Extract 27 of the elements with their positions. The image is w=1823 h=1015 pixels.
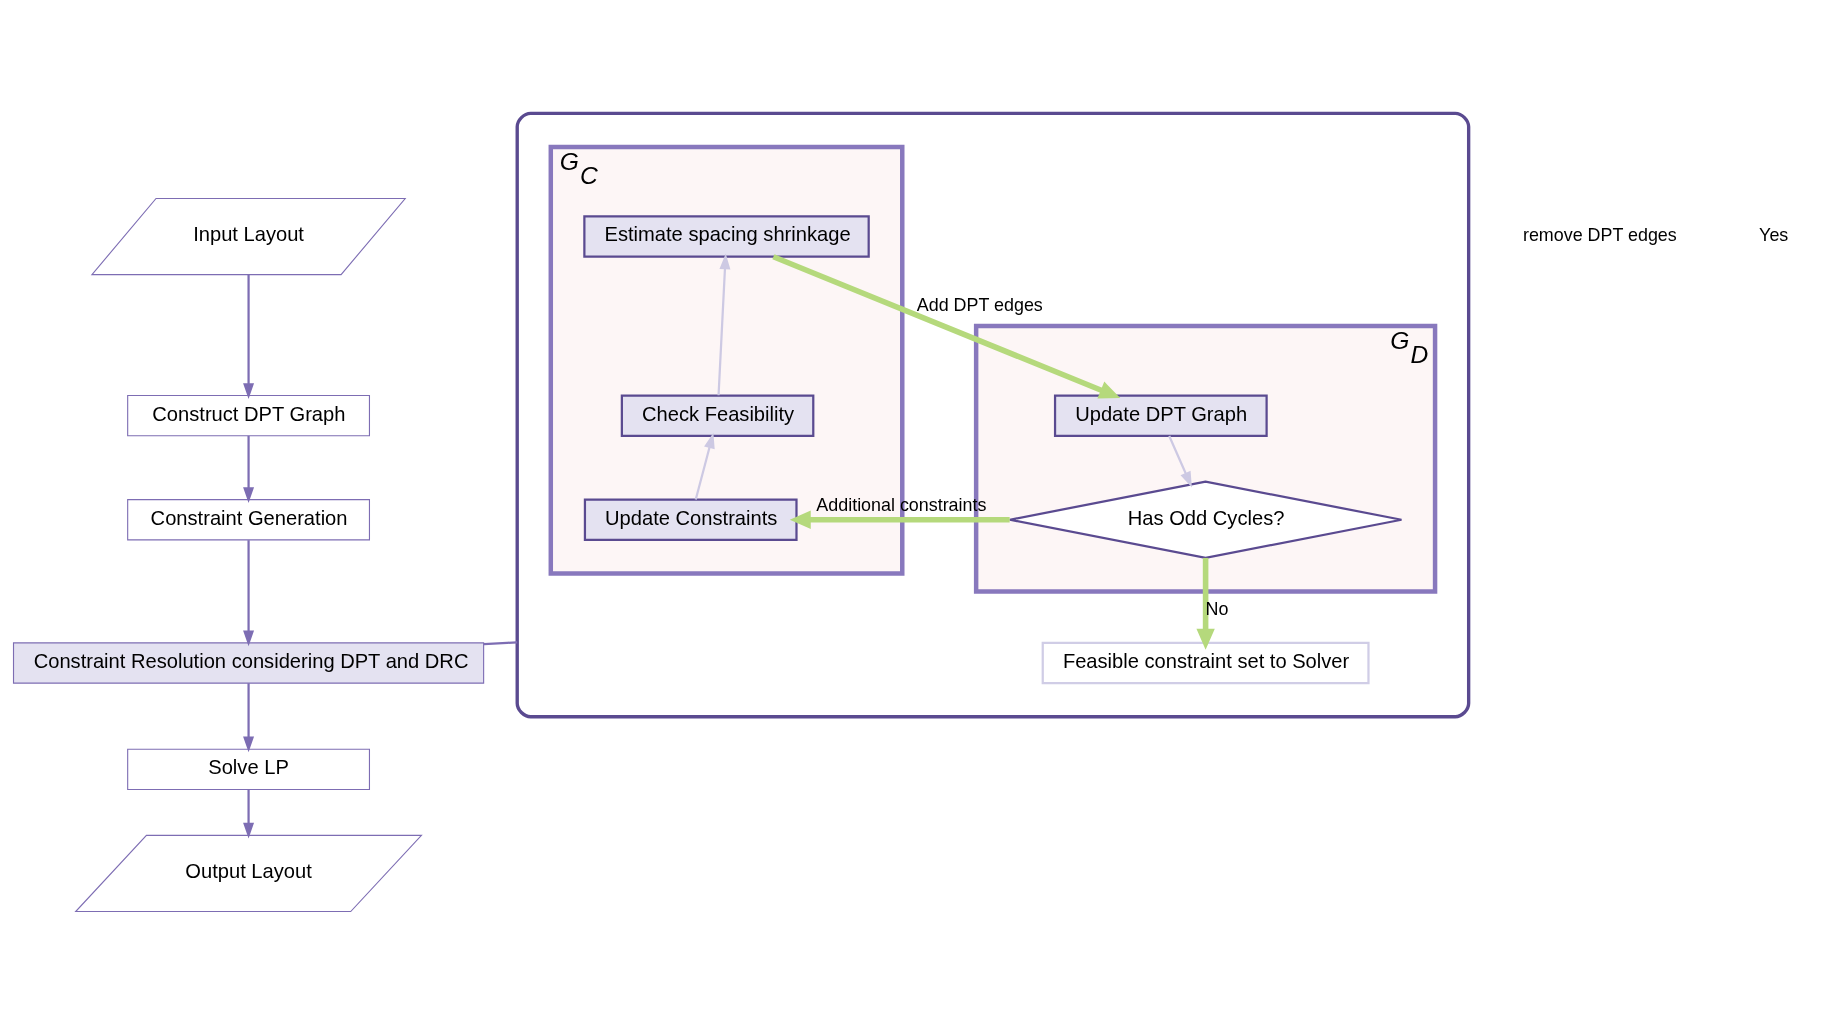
edge-label: Add DPT edges bbox=[916, 294, 1043, 315]
arrow bbox=[243, 682, 255, 752]
node-box: Constraint Generation bbox=[127, 498, 370, 540]
arrow bbox=[1168, 435, 1192, 487]
arrow bbox=[243, 789, 255, 838]
arrow bbox=[694, 432, 715, 500]
node-box: Check Feasibility bbox=[620, 393, 815, 437]
node-diamond: Has Odd Cycles? bbox=[1008, 480, 1403, 559]
arrow bbox=[243, 435, 255, 503]
cluster bbox=[515, 111, 1471, 718]
arrow bbox=[243, 539, 255, 646]
node-box: Constraint Resolution considering DPT and DRC bbox=[12, 641, 485, 684]
node-box: Update DPT Graph bbox=[1053, 393, 1268, 437]
node-box: Solve LP bbox=[127, 748, 370, 790]
arrow bbox=[243, 274, 255, 399]
node-box: Feasible constraint set to Solver bbox=[1041, 641, 1370, 684]
arrow bbox=[789, 510, 1010, 529]
arrow bbox=[772, 253, 1121, 399]
label: remove DPT edges bbox=[1522, 224, 1677, 245]
edge-label: No bbox=[1205, 598, 1229, 619]
node-box: Update Constraints bbox=[583, 498, 798, 541]
label: Yes bbox=[1759, 224, 1789, 245]
arrow bbox=[1196, 557, 1215, 650]
connector bbox=[483, 640, 518, 645]
node-box: Estimate spacing shrinkage bbox=[583, 214, 870, 258]
arrow bbox=[717, 253, 731, 395]
node-box: Construct DPT Graph bbox=[127, 394, 370, 436]
